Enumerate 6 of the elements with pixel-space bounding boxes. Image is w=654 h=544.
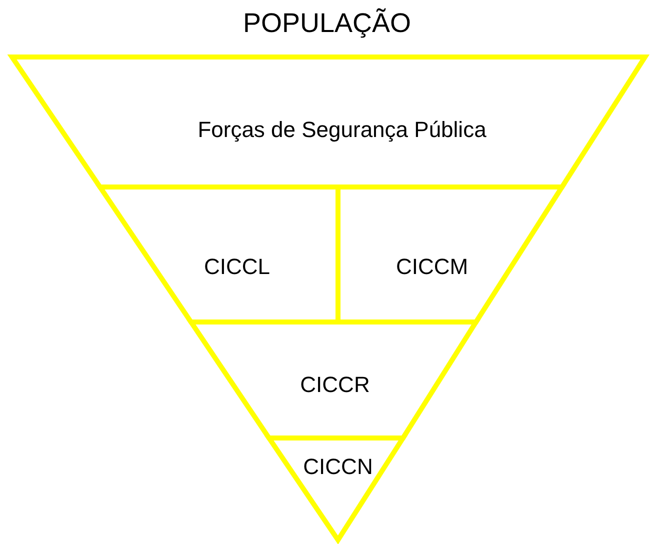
band-label: CICCR [300, 372, 370, 398]
title-text: POPULAÇÃO [242, 8, 412, 38]
band-label: CICCM [396, 254, 468, 280]
band-label: CICCN [303, 454, 373, 480]
band-label: Forças de Segurança Pública [198, 117, 486, 143]
band-label: CICCL [204, 254, 270, 280]
